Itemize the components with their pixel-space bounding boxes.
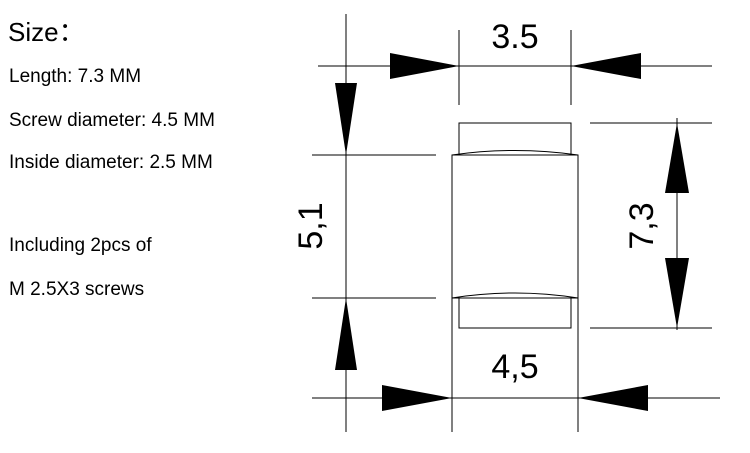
right-arrow-top xyxy=(665,123,689,193)
screw-diameter-spec: Screw diameter: 4.5 MM xyxy=(9,110,215,131)
top-dimension-label: 3.5 xyxy=(491,18,538,56)
bottom-dimension-label: 4,5 xyxy=(491,348,538,386)
part-bottom-curve xyxy=(451,292,579,299)
included-note-line1: Including 2pcs of xyxy=(9,235,152,256)
left-arrow-bottom xyxy=(335,298,357,370)
left-arrow-top xyxy=(335,83,357,155)
inside-diameter-spec: Inside diameter: 2.5 MM xyxy=(9,152,213,173)
part-outline-wide xyxy=(451,154,579,299)
length-spec: Length: 7.3 MM xyxy=(9,66,142,87)
included-note-line2: M 2.5X3 screws xyxy=(9,279,145,300)
part-top-curve xyxy=(451,150,579,156)
bottom-arrow-left xyxy=(382,385,452,411)
top-arrow-left xyxy=(390,53,459,79)
top-arrow-right xyxy=(571,53,641,79)
left-dimension-label: 5,1 xyxy=(292,202,330,249)
size-heading: Size： xyxy=(8,17,85,47)
right-dimension-label: 7,3 xyxy=(623,202,661,249)
bottom-arrow-right xyxy=(578,385,648,411)
right-arrow-bottom xyxy=(665,258,689,328)
